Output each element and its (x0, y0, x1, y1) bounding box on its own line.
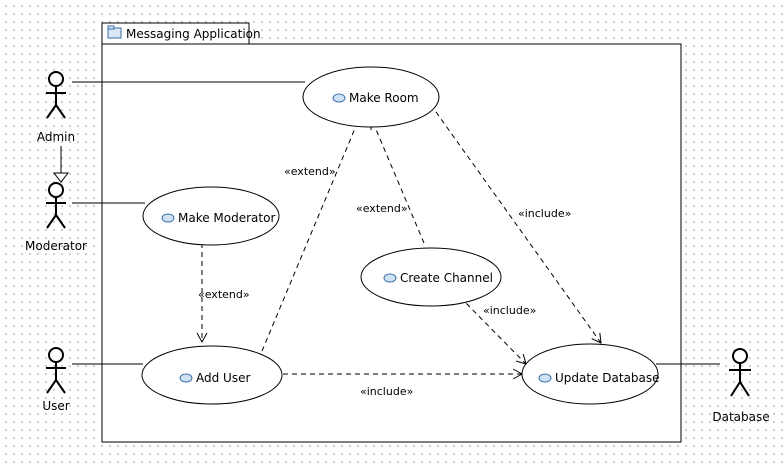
relation-labels: «extend» «extend» «extend» «include» «in… (198, 165, 571, 398)
use-case-make-room[interactable]: Make Room (302, 66, 440, 128)
use-case-icon (161, 213, 175, 223)
actor-icon (48, 347, 64, 363)
use-case-label: Create Channel (400, 271, 493, 285)
package-icon-tab (107, 25, 115, 30)
include-label-create-channel: «include» (483, 304, 536, 317)
actor-database[interactable] (729, 348, 751, 397)
actor-icon (48, 182, 64, 198)
create-channel-include-update-database-edge (459, 296, 527, 365)
extend-label-add-user: «extend» (284, 165, 336, 178)
use-case-add-user[interactable]: Add User (141, 345, 283, 405)
extend-label-make-moderator: «extend» (198, 288, 250, 301)
use-case-create-channel[interactable]: Create Channel (360, 247, 502, 307)
use-case-icon (332, 93, 346, 103)
extend-label-create-channel: «extend» (356, 202, 408, 215)
generalization-arrowhead (52, 172, 70, 183)
actor-user[interactable] (46, 347, 66, 394)
actor-icon (48, 71, 64, 87)
make-room-include-update-database-edge (435, 111, 602, 344)
use-case-label: Add User (196, 371, 250, 385)
actor-admin[interactable] (46, 71, 66, 119)
actor-admin-label: Admin (37, 130, 75, 144)
include-label-make-room: «include» (518, 207, 571, 220)
associations (72, 81, 720, 365)
use-case-icon (383, 273, 397, 283)
actor-user-label: User (42, 399, 69, 413)
actor-icon (732, 348, 748, 364)
use-case-label: Make Moderator (178, 211, 275, 225)
actor-moderator-label: Moderator (25, 239, 87, 253)
create-channel-extend-make-room-edge (370, 119, 425, 244)
use-case-icon (538, 373, 552, 383)
moderator-admin-generalization (52, 146, 70, 183)
use-case-icon (179, 373, 193, 383)
use-case-update-database[interactable]: Update Database (521, 343, 660, 405)
system-title: Messaging Application (126, 27, 261, 41)
actor-moderator[interactable] (46, 182, 66, 229)
use-case-make-moderator[interactable]: Make Moderator (142, 186, 280, 246)
actor-database-label: Database (712, 410, 769, 424)
use-case-label: Update Database (555, 371, 660, 385)
use-case-label: Make Room (349, 91, 419, 105)
include-label-add-user: «include» (360, 385, 413, 398)
add-user-extend-make-room-edge (261, 113, 363, 352)
dependencies (196, 111, 602, 380)
